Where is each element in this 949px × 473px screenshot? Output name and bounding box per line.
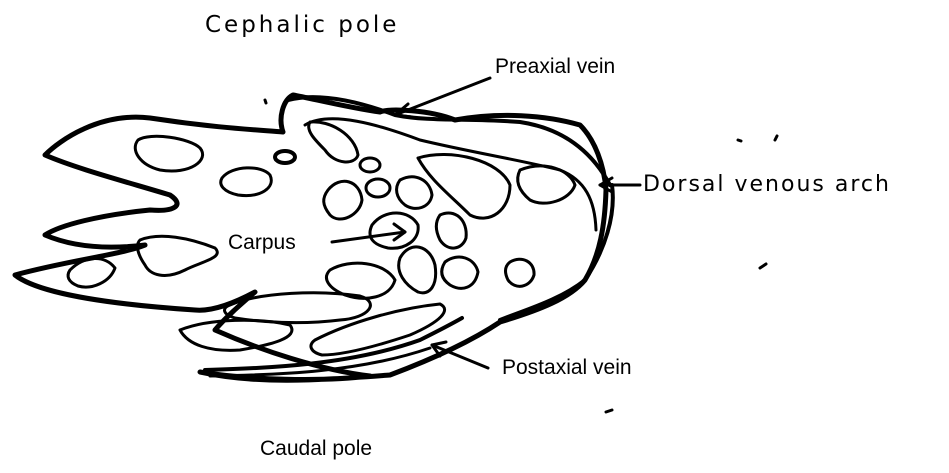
- carpus-bone: [370, 213, 418, 248]
- caudal-pole-label: Caudal pole: [260, 438, 372, 459]
- bone-2: [221, 168, 271, 196]
- cephalic-pole-label: Cephalic pole: [205, 14, 399, 37]
- bone-13: [506, 259, 535, 286]
- postaxial-vein-label: Postaxial vein: [502, 357, 632, 378]
- preaxial-vein-label: Preaxial vein: [495, 56, 615, 77]
- speck: [775, 136, 777, 140]
- bone-1: [135, 136, 202, 171]
- limb-outline: [15, 95, 606, 380]
- bone-11: [399, 247, 436, 293]
- bone-12: [442, 257, 478, 288]
- preaxial-leader: [395, 78, 490, 115]
- bone-14: [138, 236, 218, 275]
- bone-10: [436, 213, 466, 248]
- dorsal-venous-arch-label: Dorsal venous arch: [643, 174, 891, 196]
- bone-3: [309, 122, 358, 162]
- bone-6: [360, 158, 380, 172]
- bone-7: [366, 179, 390, 197]
- speck: [738, 140, 741, 141]
- speck: [606, 410, 612, 412]
- speck: [760, 264, 766, 268]
- bone-4: [418, 154, 510, 218]
- bone-18: [180, 320, 292, 350]
- speck: [265, 100, 266, 103]
- carpus-label: Carpus: [228, 232, 296, 253]
- bone-8: [324, 181, 362, 219]
- bone-19: [311, 304, 445, 355]
- bone-dot: [275, 151, 295, 163]
- bone-9: [397, 177, 432, 209]
